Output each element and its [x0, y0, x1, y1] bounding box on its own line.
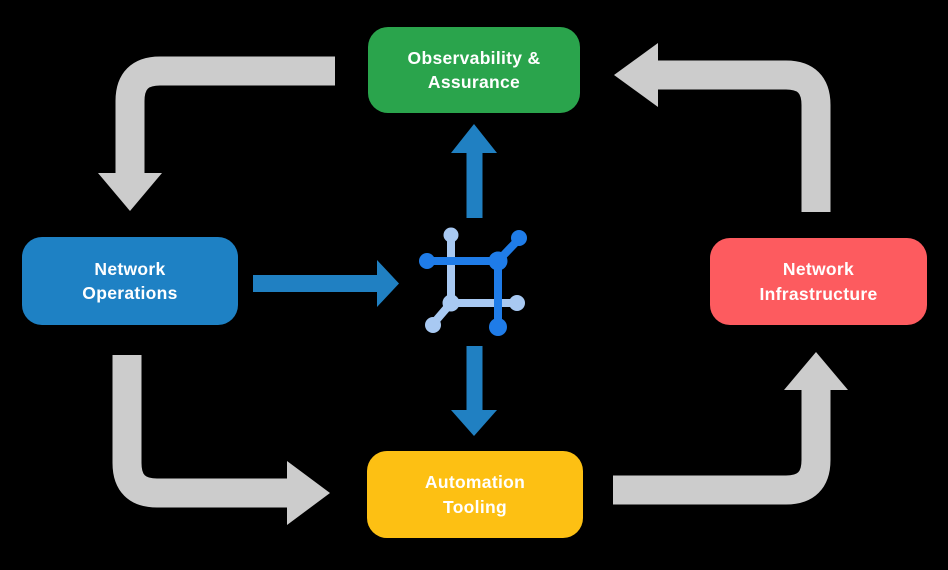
cycle-arrow-automation-to-infrastructure — [613, 352, 848, 505]
cycle-arrow-infrastructure-to-observability — [614, 43, 831, 212]
node-automation-label: Automation Tooling — [424, 472, 526, 517]
node-network-infrastructure: Network Infrastructure — [710, 238, 927, 325]
cycle-arrow-operations-to-automation — [112, 355, 330, 525]
flow-arrow-center-to-automation — [451, 346, 497, 436]
network-fabric-icon — [419, 227, 527, 336]
flow-arrow-center-to-observability — [451, 124, 497, 218]
node-observability-assurance: Observability & Assurance — [368, 27, 580, 113]
cycle-arrow-observability-to-operations — [98, 56, 335, 211]
flow-arrow-operations-to-center — [253, 260, 399, 307]
node-observability-label: Observability & Assurance — [407, 47, 541, 92]
node-network-operations: Network Operations — [22, 237, 238, 325]
node-infrastructure-label: Network Infrastructure — [759, 259, 878, 304]
node-operations-label: Network Operations — [82, 258, 178, 303]
node-automation-tooling: Automation Tooling — [367, 451, 583, 538]
